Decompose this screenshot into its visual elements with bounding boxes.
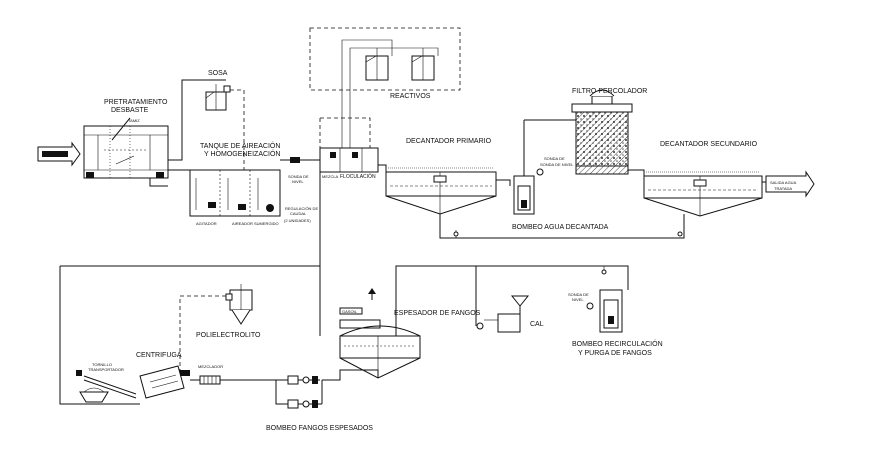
bombeo-espesados-label: BOMBEO FANGOS ESPESADOS — [266, 425, 373, 432]
sonda-nivel-c-label-1: SONDA DE — [568, 292, 589, 297]
mezcla-label: MEZCLA — [322, 174, 339, 179]
decanted-water-pump-well — [513, 119, 577, 215]
agitador-label: AGITADOR — [196, 221, 217, 226]
pretreatment-unit — [83, 117, 169, 187]
flocculation-tank — [319, 117, 379, 173]
lime-dosing — [475, 266, 530, 333]
regulacion-label-2: CAUDAL — [290, 211, 307, 216]
inlet-arrow — [37, 141, 81, 167]
espesador-label: ESPESADOR DE FANGOS — [394, 310, 481, 317]
reagents-area — [309, 27, 461, 150]
bombeo-agua-label: BOMBEO AGUA DECANTADA — [512, 224, 609, 231]
regulacion-label-3: (2 UNIDADES) — [284, 218, 311, 223]
sonda-nivel-label-1: SONDA DE — [288, 174, 309, 179]
desbaste-label: DESBASTE — [111, 107, 149, 114]
aireador-label: AIREADOR SUMERGIDO — [232, 221, 279, 226]
centrifuga-label: CENTRIFUGA — [136, 352, 182, 359]
soda-dosing-tank — [205, 84, 245, 170]
trickling-filter — [571, 89, 645, 176]
decantador-primario-label: DECANTADOR PRIMARIO — [406, 138, 492, 145]
thickened-sludge-pumps — [275, 369, 379, 409]
sludge-thickener — [339, 288, 421, 379]
valve-icon — [601, 269, 607, 275]
sosa-label: SOSA — [208, 70, 228, 77]
tornillo-label-1: TORNILLO — [92, 362, 112, 367]
regulacion-label-1: REGULACIÓN DE — [285, 206, 318, 211]
sonda-nivel-label-2: NIVEL — [292, 179, 304, 184]
valve-icon — [677, 231, 683, 237]
screw-conveyor — [76, 370, 137, 403]
tanque-label-2: Y HOMOGENEIZACIÓN — [204, 149, 281, 158]
centrifuge — [139, 365, 190, 399]
pipe-to-pump-well — [496, 179, 511, 186]
salida-label-2: TRATADA — [774, 186, 792, 191]
reactivos-label: REACTIVOS — [390, 93, 431, 100]
outlet-arrow — [762, 170, 815, 198]
aeration-tank — [189, 169, 281, 217]
floculacion-label: FLOCULACIÓN — [340, 173, 376, 180]
tornillo-label-2: TRANSPORTADOR — [88, 367, 124, 372]
gasoil-label: GASOIL — [342, 309, 358, 314]
tanque-label-1: TANQUE DE AIREACIÓN — [200, 141, 280, 150]
salida-label-1: SALIDA AGUA — [770, 180, 797, 185]
polyelectrolyte-dosing — [179, 284, 253, 380]
tamiz-label: TAMIZ — [128, 118, 140, 123]
centrate-return-line — [59, 266, 140, 405]
bombeo-recirc-label-2: Y PURGA DE FANGOS — [578, 350, 652, 357]
pipe-to-soda — [168, 79, 226, 161]
primary-clarifier — [385, 167, 497, 215]
filtro-label: FILTRO PERCOLADOR — [572, 88, 647, 95]
sonda-nivel-c-label-2: NIVEL — [572, 297, 584, 302]
valve-icon — [453, 231, 459, 237]
polielectrolito-label: POLIELECTROLITO — [196, 332, 261, 339]
sonda-nivel-b-label-1: SONDA DE — [544, 156, 565, 161]
recirculation-line — [395, 265, 629, 336]
bombeo-recirc-label-1: BOMBEO RECIRCULACIÓN — [572, 339, 663, 348]
sludge-return-line — [439, 214, 685, 239]
cal-label: CAL — [530, 321, 544, 328]
pipe-to-primary — [378, 164, 387, 186]
pretratamiento-label: PRETRATAMIENTO — [104, 99, 168, 106]
decantador-secundario-label: DECANTADOR SECUNDARIO — [660, 141, 758, 148]
mezclador-label: MEZCLADOR — [198, 364, 223, 369]
flow-meter — [290, 157, 300, 163]
recirculation-pump-well — [586, 289, 623, 333]
mixer — [190, 375, 320, 385]
secondary-clarifier — [643, 171, 763, 217]
sonda-nivel-b-label-2: SONDA DE NIVEL — [540, 162, 574, 167]
